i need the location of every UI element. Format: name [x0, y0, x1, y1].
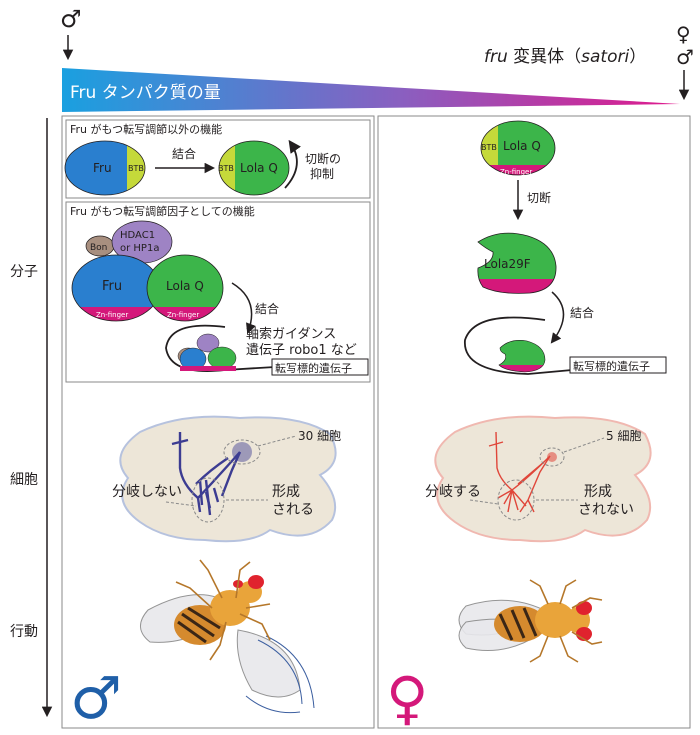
bind-arrow-female — [550, 291, 565, 344]
cleave-inhibit-line1: 切断の — [305, 151, 341, 166]
bind-label-female: 結合 — [570, 305, 594, 320]
female-symbol-large: ♀ — [386, 664, 428, 732]
lola29f-label: Lola29F — [484, 257, 531, 271]
dna-strand-female — [464, 316, 573, 375]
branch-region-female — [497, 479, 535, 521]
lola29f-small — [498, 340, 546, 373]
btb-label-female: BTB — [481, 143, 497, 152]
cell-cluster-female — [547, 452, 557, 462]
target-gene-box-female — [569, 356, 667, 374]
male-symbol-top-left: ♂ — [60, 5, 82, 33]
hdac-small — [196, 333, 220, 353]
mutant-label: fru 変異体（satori） — [484, 47, 646, 67]
target-gene-label-male: 転写標的遺伝子 — [275, 361, 352, 375]
formed-line1-female: 形成 — [584, 484, 612, 500]
zn-label-female: Zn-finger — [500, 168, 532, 176]
fly-male — [140, 559, 315, 714]
fru-label-box2: Fru — [102, 279, 122, 294]
cell-count-male: 30 細胞 — [298, 429, 341, 443]
lola-label-box2: Lola Q — [166, 279, 204, 293]
zn-label-fru: Zn-finger — [96, 311, 128, 319]
formed-line2-female: されない — [578, 502, 634, 518]
no-branch-leader — [165, 501, 197, 507]
cell-cluster-male — [232, 442, 252, 462]
target-gene-box-male — [271, 358, 369, 376]
cell-cluster-outline-female — [539, 447, 565, 467]
male-box2-title: Fru がもつ転写調節因子としての機能 — [70, 204, 255, 218]
female-symbol-top-right: ♀ — [676, 22, 691, 46]
fru-protein-gradient — [62, 68, 680, 112]
zn-small — [180, 366, 236, 371]
fly-female — [458, 579, 603, 663]
target-desc-line2: 遺伝子 robo1 など — [246, 343, 357, 358]
cleave-label-female: 切断 — [527, 190, 551, 205]
formed-line1-male: 形成 — [272, 484, 300, 500]
cleave-inhibit-line2: 抑制 — [310, 166, 334, 181]
hdac-label-line2: or HP1a — [120, 243, 159, 254]
lola29f-protein — [477, 232, 557, 294]
gradient-label: Fru タンパク質の量 — [70, 83, 221, 103]
fru-label-box1: Fru — [93, 161, 112, 175]
neuron-male — [171, 432, 242, 516]
cell-count-leader-female — [563, 437, 605, 453]
male-box1-frame — [65, 119, 371, 199]
lola-small — [207, 346, 237, 370]
lola-label-female: Lola Q — [503, 139, 541, 153]
row-label-cell: 細胞 — [10, 472, 38, 488]
target-desc-line1: 軸索ガイダンス — [246, 327, 336, 342]
branch-region-male — [191, 477, 225, 523]
male-panel-frame — [61, 115, 375, 729]
hdac-label-line1: HDAC1 — [120, 230, 155, 241]
cell-count-leader-male — [257, 435, 297, 447]
branch-label: 分岐する — [425, 484, 481, 500]
cell-count-female: 5 細胞 — [606, 429, 641, 443]
row-label-behavior: 行動 — [10, 624, 38, 640]
bon-label: Bon — [90, 243, 107, 253]
target-gene-label-female: 転写標的遺伝子 — [573, 359, 650, 373]
no-branch-label: 分岐しない — [112, 484, 182, 500]
neuron-female — [488, 431, 551, 513]
brain-female — [434, 415, 652, 543]
row-label-molecule: 分子 — [10, 264, 38, 280]
female-panel-frame — [377, 115, 691, 729]
bind-label-box1: 結合 — [172, 146, 196, 161]
btb2-label-box1: BTB — [218, 164, 234, 173]
bind-label-box2: 結合 — [255, 301, 279, 316]
zn-label-lola: Zn-finger — [167, 311, 199, 319]
formed-line2-male: される — [272, 502, 314, 518]
male-symbol-top-right: ♂ — [676, 45, 694, 69]
cleave-inhibit-arrow — [284, 139, 301, 189]
btb-label-box1: BTB — [128, 164, 144, 173]
lola-label-box1: Lola Q — [240, 161, 278, 175]
cell-cluster-outline-male — [223, 439, 261, 465]
bind-arrow-box2 — [231, 282, 256, 334]
male-box2-frame — [65, 201, 371, 383]
male-box1-title: Fru がもつ転写調節以外の機能 — [70, 122, 222, 136]
male-symbol-large: ♂ — [70, 664, 122, 732]
